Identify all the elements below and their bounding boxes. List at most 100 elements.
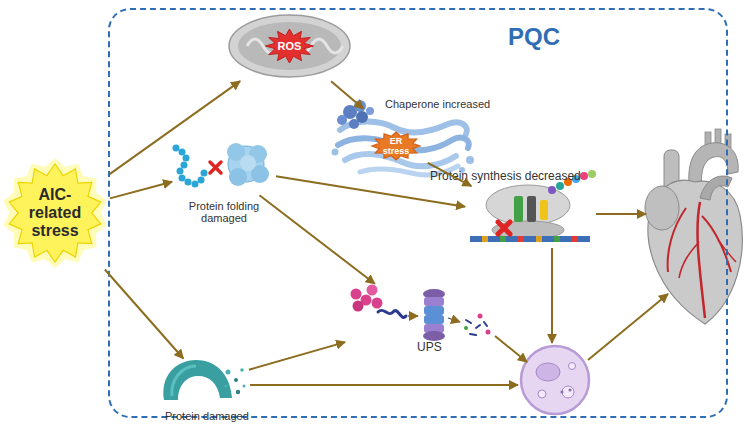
ups-illustration: [367, 285, 378, 296]
mitochondrion: ROS: [227, 12, 352, 80]
damaged-protein-illustration: [243, 385, 246, 388]
ups-illustration: [466, 320, 487, 335]
cell-illustration: [569, 389, 572, 392]
misfolded-protein-illustration: [179, 175, 186, 182]
misfolded-protein-illustration: [179, 149, 186, 156]
heart-illustration: [679, 242, 699, 278]
ups-illustration: [378, 310, 406, 317]
chaperone-cluster: [366, 107, 374, 115]
starburst-shape: [372, 132, 420, 160]
er-stress-burst: ER stress: [366, 126, 426, 166]
misfolded-protein-illustration: [201, 170, 208, 177]
chaperone-cluster: [337, 115, 347, 125]
misfolded-protein-illustration: [173, 145, 180, 152]
chaperone-cluster: [337, 100, 374, 129]
ribosome-illustration: [556, 182, 564, 190]
mitochondrion-outer: [229, 15, 350, 77]
chaperone-label: Chaperone increased: [385, 98, 490, 110]
ups-illustration: [448, 318, 460, 322]
ribosome-illustration: [527, 196, 536, 222]
ribosome-illustration: [514, 196, 523, 222]
ribosome-illustration: [536, 236, 542, 242]
damaged-protein-illustration: [240, 368, 244, 372]
misfolded-protein-illustration: [229, 168, 247, 186]
mitochondrion-cristae: [247, 39, 343, 53]
pathway-arrow: [259, 195, 374, 284]
ribosome-illustration: [486, 185, 570, 225]
pathway-arrow: [110, 81, 240, 174]
ups-illustration: [372, 298, 383, 309]
ros-burst: [266, 29, 314, 63]
damaged-protein-illustration: [163, 360, 232, 400]
er-illustration: [340, 122, 467, 135]
ups-illustration: [486, 330, 491, 335]
pathway-arrow: [428, 163, 472, 186]
misfolded-protein-illustration: [183, 155, 190, 162]
ups-illustration: [424, 315, 444, 324]
cell-illustration: [569, 363, 576, 370]
misfolded-protein-illustration: [240, 155, 256, 171]
misfolded-protein-illustration: [177, 168, 184, 175]
ups-illustration: [351, 289, 362, 300]
pathway-arrows: [250, 384, 518, 386]
cell-illustration: [561, 391, 564, 394]
er-stress-label: ER stress: [380, 136, 412, 156]
damaged-protein-illustration: [224, 384, 227, 387]
starburst-glow: [3, 158, 106, 268]
misfolded-protein-illustration: [198, 177, 205, 184]
pathway-arrow: [105, 270, 183, 359]
cell-illustration: [521, 346, 589, 414]
ups-illustration: [424, 297, 444, 306]
pathway-arrows: [495, 336, 527, 362]
er-illustration: [332, 149, 339, 156]
cell-illustration: [536, 363, 560, 381]
ros-label: ROS: [278, 40, 302, 52]
cell-illustration: [562, 386, 574, 398]
damaged-label: Protein damaged: [165, 410, 249, 422]
damaged-protein: Protein damaged: [162, 360, 247, 405]
misfolded-protein-illustration: [173, 143, 270, 188]
ups-illustration: [464, 326, 468, 330]
damaged-protein-illustration: [226, 370, 231, 375]
ribosome-illustration: [540, 200, 548, 220]
ribosome-illustration: [498, 222, 510, 234]
misfolded-protein-illustration: [192, 181, 199, 188]
pathway-arrow: [276, 176, 465, 206]
ups-illustration: [423, 331, 445, 341]
misfolded-protein: Protein folding damaged: [174, 142, 274, 194]
pqc-boundary: PQCROSChaperone increasedER stressProtei…: [108, 8, 728, 418]
ribosome-illustration: [500, 236, 506, 242]
heart-illustration: [645, 186, 679, 230]
synthesis-label: Protein synthesis decreased: [430, 170, 581, 183]
pathway-arrow: [331, 81, 363, 108]
ups-illustration: [424, 306, 444, 315]
misfolded-protein-illustration: [210, 162, 221, 173]
pathway-arrows: [551, 248, 553, 343]
pathway-arrows: [596, 213, 646, 215]
ribosome-illustration: [548, 186, 556, 194]
damaged-protein-illustration: [236, 390, 240, 394]
ribosome-illustration: [470, 236, 590, 242]
ribosome-illustration: [572, 236, 578, 242]
chaperone-cluster: [354, 100, 366, 112]
er-illustration: [466, 156, 474, 164]
ribosome-illustration: [482, 236, 488, 242]
ups-illustration: [408, 315, 418, 316]
ribosome-illustration: [588, 170, 596, 178]
chaperone-cluster: [349, 119, 359, 129]
ups-complex: UPS: [347, 285, 497, 355]
pathway-arrows: [588, 294, 668, 360]
ups-illustration: [478, 314, 483, 319]
ups-illustration: [351, 285, 491, 342]
folding-label: Protein folding damaged: [174, 200, 274, 225]
ups-label: UPS: [417, 341, 442, 354]
ribosome-illustration: [580, 172, 588, 180]
damaged-protein-illustration: [163, 360, 245, 400]
heart-illustration: [668, 208, 686, 272]
pathway-arrow: [110, 182, 172, 199]
starburst-shape: [9, 164, 101, 262]
